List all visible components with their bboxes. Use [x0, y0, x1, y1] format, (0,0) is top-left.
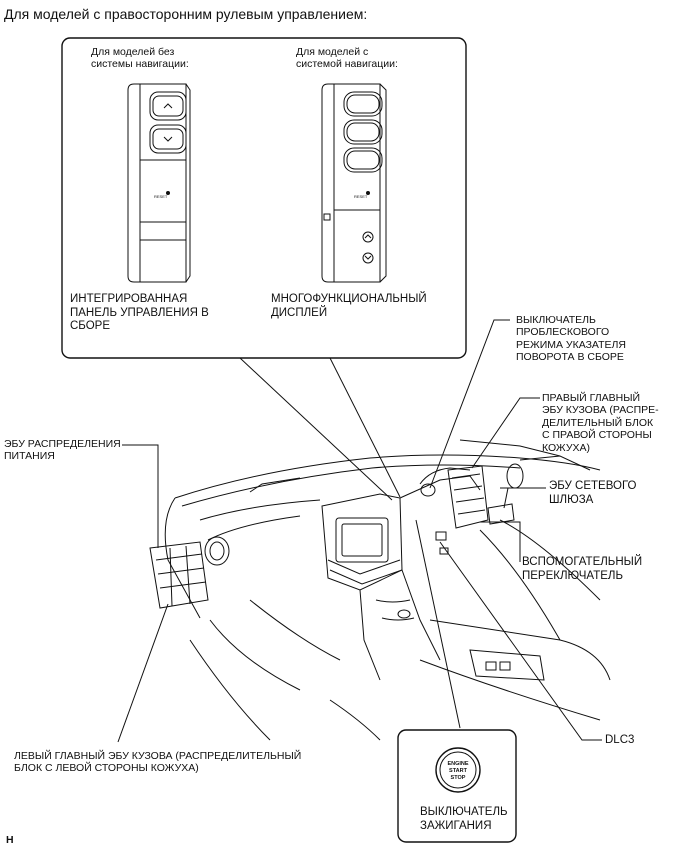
dashboard-drawing	[149, 439, 611, 741]
label-left-body-ecu: ЛЕВЫЙ ГЛАВНЫЙ ЭБУ КУЗОВА (РАСПРЕДЕЛИТЕЛЬ…	[14, 750, 302, 775]
ignition-inset-frame	[397, 729, 517, 843]
button-text-engine: ENGINE	[447, 761, 469, 767]
label-multifunction-display: МНОГОФУНКЦИОНАЛЬНЫЙ ДИСПЛЕЙ	[271, 293, 427, 319]
reset-label-left: RESET	[154, 194, 168, 199]
inset-leader-right	[329, 357, 401, 498]
reset-label-right: RESET	[354, 194, 368, 199]
label-right-body-ecu: ПРАВЫЙ ГЛАВНЫЙ ЭБУ КУЗОВА (РАСПРЕ- ДЕЛИТ…	[542, 392, 659, 454]
inset-frame	[61, 37, 467, 359]
label-dlc3: DLC3	[605, 734, 635, 746]
integrated-panel-drawing	[127, 83, 191, 283]
label-gateway-ecu: ЭБУ СЕТЕВОГО ШЛЮЗА	[549, 480, 637, 506]
page-header: Для моделей с правосторонним рулевым упр…	[4, 6, 368, 22]
inset-leader-left	[239, 357, 393, 501]
multifunction-display-drawing	[321, 83, 387, 283]
inset-caption-no-navigation: Для моделей без системы навигации:	[91, 46, 189, 71]
label-auxiliary-switch: ВСПОМОГАТЕЛЬНЫЙ ПЕРЕКЛЮЧАТЕЛЬ	[522, 556, 643, 582]
leader-lines	[117, 319, 602, 743]
label-integrated-panel: ИНТЕГРИРОВАННАЯ ПАНЕЛЬ УПРАВЛЕНИЯ В СБОР…	[70, 293, 209, 333]
label-power-distribution-ecu: ЭБУ РАСПРЕДЕЛЕНИЯ ПИТАНИЯ	[4, 438, 121, 463]
engine-start-stop-button	[435, 747, 481, 793]
button-text-stop: STOP	[450, 775, 466, 781]
inset-caption-with-navigation: Для моделей с системой навигации:	[296, 46, 398, 71]
label-ignition-switch: ВЫКЛЮЧАТЕЛЬ ЗАЖИГАНИЯ	[420, 806, 508, 832]
footer-mark: H	[6, 834, 14, 846]
label-flasher-switch: ВЫКЛЮЧАТЕЛЬ ПРОБЛЕСКОВОГО РЕЖИМА УКАЗАТЕ…	[516, 314, 627, 364]
button-text-start: START	[449, 768, 467, 774]
